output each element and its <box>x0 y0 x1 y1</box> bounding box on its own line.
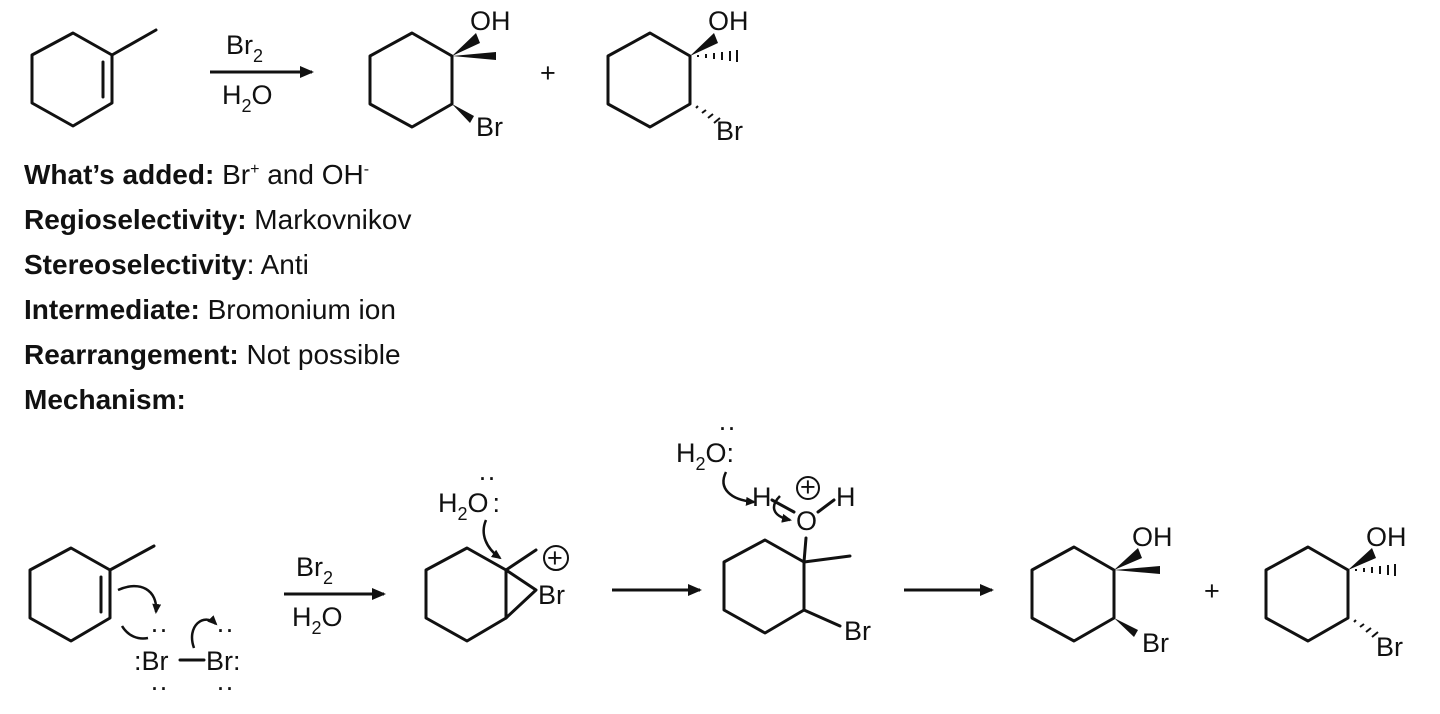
top-product-1-br-wedge <box>452 104 474 123</box>
top-product-1-oh-wedge <box>452 33 480 56</box>
mech-water-2-lone-pair: ·· <box>718 412 736 442</box>
info-mechanism: Mechanism: <box>24 384 186 415</box>
mech-curly-arrow-deprotonation <box>722 471 756 506</box>
mech-product-1-br-label: Br <box>1142 628 1169 658</box>
top-product-2-br-hash <box>695 105 721 124</box>
mech-br-left-lp-bottom: ·· <box>150 672 168 702</box>
mech-product-2: OH Br <box>1264 522 1407 662</box>
mech-curly-arrow-br-br <box>190 615 218 649</box>
mech-plus-sign: + <box>1204 576 1220 606</box>
mech-curly-arrow-oh-bond <box>772 495 792 523</box>
mech-br2-molecule: :Br Br: ·· ·· ·· ·· <box>134 614 241 702</box>
mech-curly-arrow-water-attack <box>482 519 502 560</box>
info-intermediate: Intermediate: Bromonium ion <box>24 294 396 325</box>
mech-oxonium-intermediate: Br O H H + H2O: ·· <box>676 412 871 646</box>
info-rearrangement: Rearrangement: Not possible <box>24 339 401 370</box>
mech-bromonium-ion: Br + H2O: ·· <box>424 462 569 643</box>
mech-br-left: :Br <box>134 646 169 676</box>
mech-product-2-br-label: Br <box>1376 632 1403 662</box>
mech-product-2-oh-label: OH <box>1366 522 1407 552</box>
info-whats-added: What’s added: Br+ and OH- <box>24 159 370 190</box>
mech-oxonium-h-left: H <box>752 482 772 512</box>
mech-oxonium-o-label: O <box>796 506 817 536</box>
top-plus-sign: + <box>540 58 556 88</box>
top-reactant-methylcyclohexene <box>30 28 158 128</box>
info-regioselectivity: Regioselectivity: Markovnikov <box>24 204 412 235</box>
mech-br-right-lp-top: ·· <box>216 614 234 644</box>
top-product-1-methyl-wedge <box>452 52 496 60</box>
top-reagent-br2: Br2 <box>226 30 263 66</box>
mech-oxonium-h-right: H <box>836 482 856 512</box>
mech-alkene <box>28 544 162 643</box>
mech-reagent-h2o: H2O <box>292 602 343 638</box>
info-stereoselectivity: Stereoselectivity: Anti <box>24 249 309 280</box>
top-reaction-arrow: Br2 H2O <box>210 30 314 116</box>
mech-br-left-lp-top: ·· <box>150 614 168 644</box>
top-product-2-oh-wedge <box>690 33 718 56</box>
mech-water-1: H2O: <box>438 488 500 524</box>
top-product-1-br-label: Br <box>476 112 503 142</box>
mech-oxonium-charge-circle <box>796 476 820 500</box>
mech-curly-arrow-alkene-to-br <box>117 584 162 614</box>
mech-reaction-arrow: Br2 H2O <box>284 552 386 638</box>
top-reagent-h2o: H2O <box>222 80 273 116</box>
mech-water-1-lone-pair: ·· <box>478 462 496 492</box>
mech-bromonium-br-label: Br <box>538 580 565 610</box>
mech-water-2: H2O: <box>676 438 734 474</box>
mech-product-1-oh-label: OH <box>1132 522 1173 552</box>
mech-br-right: Br: <box>206 646 241 676</box>
top-product-1-oh-label: OH <box>470 6 511 36</box>
mech-curly-arrow-tail <box>120 625 149 640</box>
top-product-2-oh-label: OH <box>708 6 749 36</box>
mech-br-right-lp-bottom: ·· <box>216 672 234 702</box>
mech-oxonium-br-label: Br <box>844 616 871 646</box>
reaction-info-panel: What’s added: Br+ and OH- Regioselectivi… <box>24 152 584 422</box>
top-product-2-methyl-hash <box>697 50 738 62</box>
mech-bromonium-charge-circle <box>543 545 569 571</box>
mech-bromonium-charge: + <box>547 543 563 573</box>
top-product-2-br-label: Br <box>716 116 743 146</box>
mech-oxonium-charge: + <box>800 472 816 502</box>
mech-reagent-br2: Br2 <box>296 552 333 588</box>
top-product-1: OH Br <box>368 6 511 142</box>
top-product-2: OH Br <box>606 6 749 146</box>
mech-product-1: OH Br <box>1030 522 1173 658</box>
